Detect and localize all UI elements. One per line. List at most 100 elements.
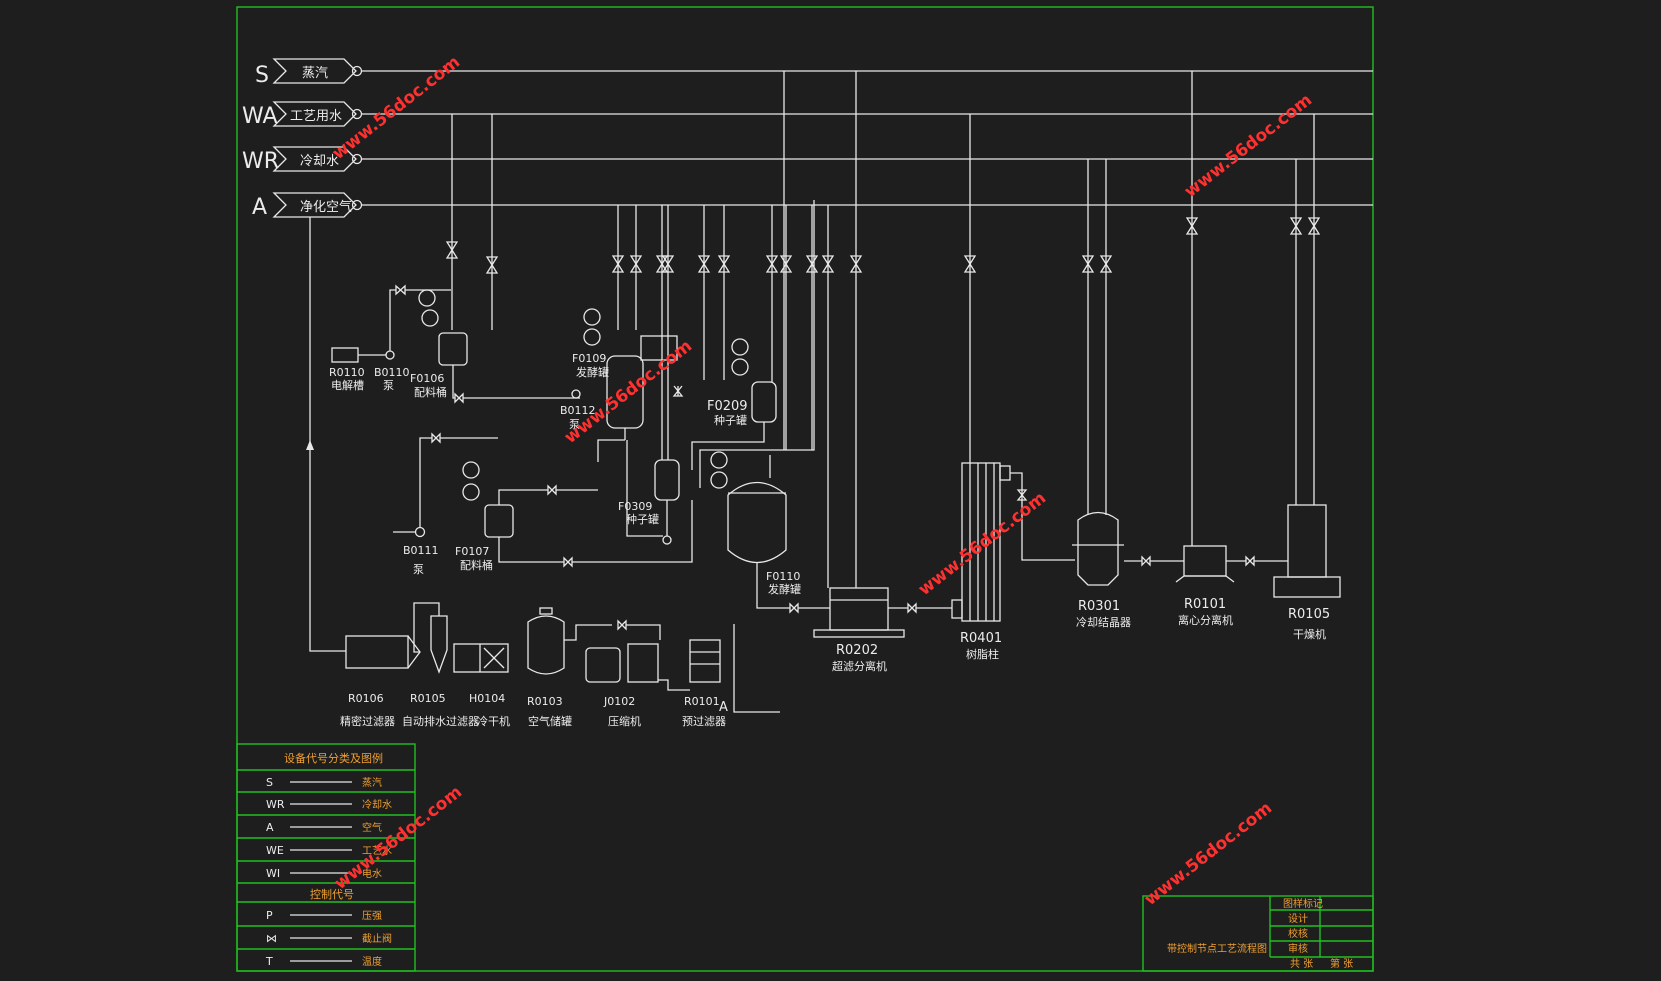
r0105-auto-drain-filter	[430, 615, 448, 674]
utility-name-process-water: 工艺用水	[290, 109, 342, 124]
title-cell-total: 共 张	[1290, 958, 1313, 970]
r0202-name: 超滤分离机	[832, 659, 887, 673]
air-treatment-section: R0106 精密过滤器 R0105 自动排水过滤器 H0104 冷干机 R010…	[306, 217, 780, 728]
r0401-column	[961, 462, 1001, 622]
r0110-tank	[331, 347, 359, 363]
r0103-name: 空气储罐	[528, 714, 572, 728]
valve-icon	[1307, 217, 1321, 235]
r0101b-code: R0101	[1184, 597, 1226, 612]
b0110-code: B0110	[374, 366, 410, 379]
b0112-name: 泵	[569, 418, 580, 431]
valve-icon	[661, 255, 675, 273]
r0202-code: R0202	[836, 643, 878, 658]
r0106-code: R0106	[348, 692, 384, 705]
legend-row-name: 蒸汽	[362, 776, 382, 789]
r0105b-code: R0105	[1288, 607, 1330, 622]
b0111-name: 泵	[413, 563, 424, 576]
valve-icon	[1289, 217, 1303, 235]
j0102-compressor	[585, 647, 621, 683]
f0107-code: F0107	[455, 545, 489, 558]
f0309-name: 种子罐	[626, 512, 659, 526]
legend-control-name: 温度	[362, 955, 382, 968]
b0111-code: B0111	[403, 544, 439, 557]
r0103-air-tank	[527, 615, 565, 675]
valve-icon	[821, 255, 835, 273]
r0301-name: 冷却结晶器	[1076, 616, 1131, 629]
r0101-prefilter	[689, 639, 721, 683]
r0103-code: R0103	[527, 695, 563, 708]
legend-row-code: WE	[266, 844, 284, 857]
r0106-filter	[345, 635, 409, 669]
r0105b-name: 干燥机	[1293, 627, 1326, 641]
r0301-crystallizer	[1077, 511, 1119, 586]
legend-row-name: 工艺水	[362, 845, 392, 857]
legend-control-code: P	[266, 909, 273, 922]
f0110-code: F0110	[766, 570, 800, 583]
valve-icon	[717, 255, 731, 273]
valve-icon	[1099, 255, 1113, 273]
valve-icon	[445, 241, 459, 259]
valve-icon	[963, 255, 977, 273]
r0105a-name: 自动排水过滤器	[402, 714, 479, 728]
f0110-name: 发酵罐	[768, 582, 801, 596]
legend-row-code: WI	[266, 867, 280, 880]
downstream-section: R0202 超滤分离机 R0401 树脂柱 R0301 冷却结晶器 R0101 …	[813, 462, 1341, 673]
feed-section: R0110 电解槽 B0110 泵 F0106 配料桶 B0112 泵 F010…	[329, 200, 830, 614]
f0309-code: F0309	[618, 500, 652, 513]
utility-name-cooling-water: 冷却水	[300, 154, 339, 169]
r0101a-name: 预过滤器	[682, 715, 726, 728]
utility-line-process-water: WA 工艺用水	[242, 101, 1373, 129]
j0102-code: J0102	[603, 695, 635, 708]
r0401-name: 树脂柱	[966, 647, 999, 661]
air-inlet-label: A	[719, 700, 728, 715]
legend-row-name: 电水	[362, 867, 382, 880]
utility-lines: S 蒸汽 WA 工艺用水 WR 冷却水 A 净化空气	[242, 58, 1373, 220]
legend-control-code: ⋈	[266, 932, 277, 945]
r0401-code: R0401	[960, 631, 1002, 646]
h0104-code: H0104	[469, 692, 505, 705]
h0104-name: 冷干机	[477, 714, 510, 728]
legend-control-code: T	[265, 955, 273, 968]
watermarks: www.56doc.com www.56doc.com www.56doc.co…	[329, 52, 1316, 910]
watermark-1: www.56doc.com	[329, 52, 464, 164]
valve-icon	[629, 255, 643, 273]
r0202-unit	[829, 587, 889, 631]
title-cell-design: 设计	[1288, 912, 1308, 925]
utility-code-s: S	[255, 63, 269, 88]
utility-code-a: A	[252, 195, 267, 220]
r0101b-name: 离心分离机	[1178, 613, 1233, 627]
r0106-name: 精密过滤器	[340, 714, 395, 728]
legend-row-name: 冷却水	[362, 798, 392, 811]
utility-code-wr: WR	[242, 149, 279, 174]
f0309-tank	[654, 459, 680, 501]
utility-name-clean-air: 净化空气	[300, 199, 352, 215]
utility-name-steam: 蒸汽	[302, 66, 328, 81]
f0109-name: 发酵罐	[576, 365, 609, 379]
f0209-code: F0209	[707, 399, 748, 414]
r0105-dryer	[1287, 504, 1327, 578]
b0111-pump	[414, 526, 426, 538]
legend-row-code: WR	[266, 798, 285, 811]
valve-icon	[1185, 217, 1199, 235]
b0110-name: 泵	[383, 379, 394, 392]
title-cell-sign: 图样标记	[1283, 897, 1323, 910]
legend-subtitle: 控制代号	[310, 887, 354, 901]
valve-icon	[1081, 255, 1095, 273]
f0209-name: 种子罐	[714, 413, 747, 427]
r0110-name: 电解槽	[331, 378, 364, 392]
f0109-code: F0109	[572, 352, 606, 365]
f0106-name: 配料桶	[414, 385, 447, 399]
f0110-fermenter	[727, 482, 787, 563]
j0102-name: 压缩机	[608, 714, 641, 728]
watermark-6: www.56doc.com	[1141, 798, 1276, 910]
legend-row-name: 空气	[362, 821, 382, 834]
title-cell-approve: 审核	[1288, 942, 1308, 955]
watermark-4: www.56doc.com	[915, 488, 1050, 600]
drawing-title: 带控制节点工艺流程图	[1167, 942, 1267, 955]
r0101-centrifuge	[1183, 545, 1227, 577]
utility-code-wa: WA	[242, 104, 278, 129]
r0110-code: R0110	[329, 366, 365, 379]
utility-line-steam: S 蒸汽	[255, 58, 1373, 88]
